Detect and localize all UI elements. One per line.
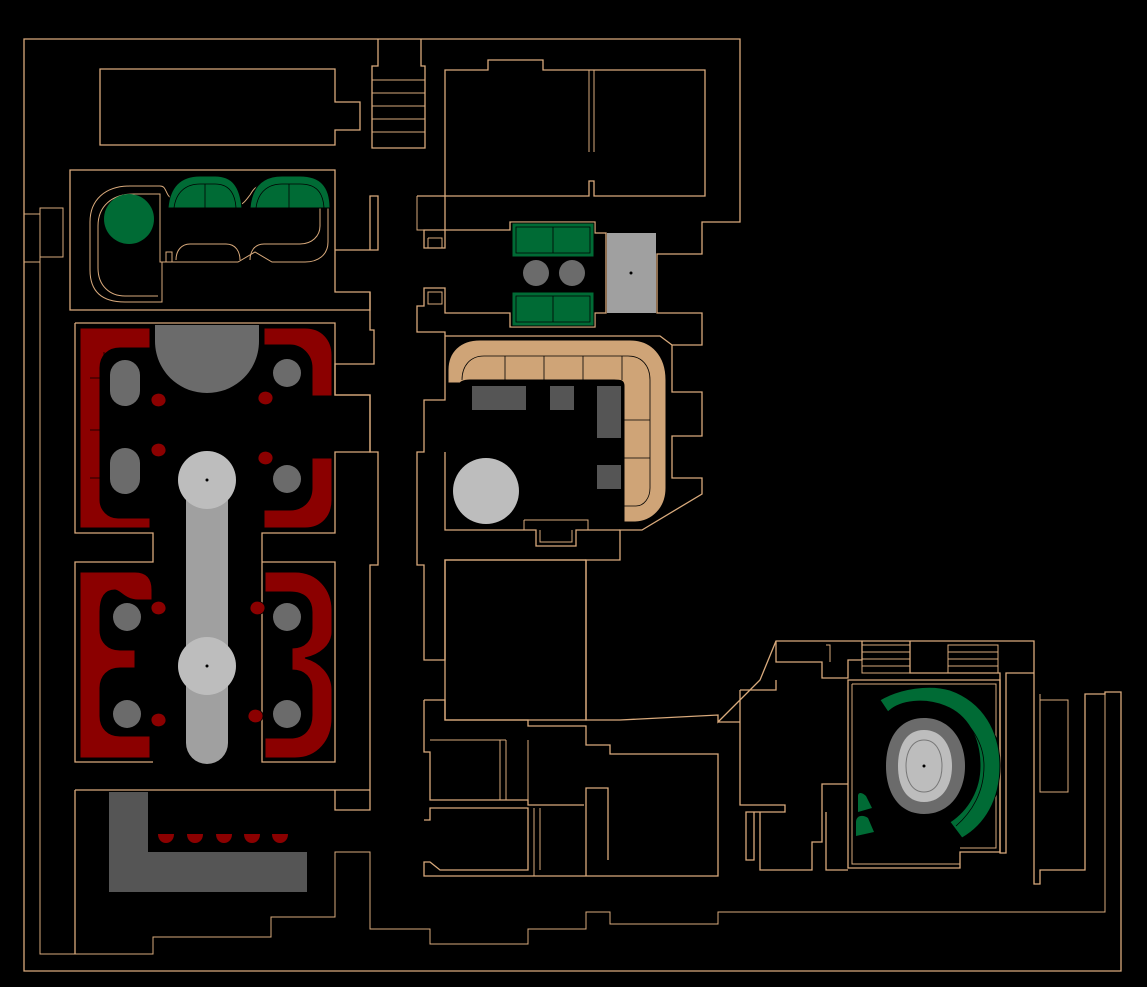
lower-right-service (718, 680, 848, 871)
curved-lounge-area (856, 686, 1001, 839)
chair-icon (150, 442, 167, 458)
chair-icon (150, 600, 167, 616)
table-icon (104, 194, 154, 244)
chair-icon (257, 450, 274, 466)
booth-icon (264, 571, 333, 759)
booth-icon (79, 571, 153, 759)
booth-icon (79, 327, 151, 529)
table-icon (273, 359, 301, 387)
red-lounge-room (74, 322, 371, 763)
bar-fixture-icon (597, 386, 621, 438)
central-corridor-right (416, 195, 607, 661)
barstool-icon (158, 834, 174, 843)
table-icon (453, 458, 519, 524)
table-icon (559, 260, 585, 286)
barstool-group (158, 834, 288, 843)
top-right-room (444, 59, 706, 197)
table-icon (110, 360, 140, 406)
table-icon (273, 700, 301, 728)
mid-right-room (444, 559, 587, 721)
barstool-icon (216, 834, 232, 843)
left-vestibule (24, 207, 64, 263)
chair-icon (257, 390, 274, 406)
inner-corridor-wall (39, 262, 1106, 955)
stair-icon (861, 644, 999, 674)
bar-counter-icon (447, 339, 667, 523)
booth-icon (879, 686, 1001, 839)
chair-group (150, 390, 274, 728)
barstool-icon (244, 834, 260, 843)
chair-icon (249, 600, 266, 616)
table-icon (110, 448, 140, 494)
chair-icon (247, 708, 264, 724)
booth-icon (263, 327, 333, 397)
top-stair-core (371, 39, 426, 149)
chair-icon (150, 392, 167, 408)
curved-lounge-room (847, 679, 1001, 869)
long-table-icon (186, 480, 228, 764)
green-sofa-area (511, 222, 656, 327)
table-icon (523, 260, 549, 286)
table-icon (273, 603, 301, 631)
lower-service-rooms (423, 699, 719, 877)
chair-icon (856, 793, 874, 836)
table-icon (113, 603, 141, 631)
booth-icon (249, 175, 331, 209)
bar-fixture-icon (597, 465, 621, 489)
tan-bar-area (447, 339, 667, 524)
red-lounge-area (74, 322, 371, 954)
bar-fixture-icon (472, 386, 526, 410)
green-lounge-area (104, 175, 331, 244)
stage-icon (155, 325, 259, 393)
bar-room (444, 335, 673, 547)
bar-counter-icon (109, 792, 307, 892)
table-icon (113, 700, 141, 728)
outer-wall (23, 38, 1122, 972)
top-left-room (99, 68, 361, 146)
chair-icon (150, 712, 167, 728)
barstool-icon (272, 834, 288, 843)
stair-icon (372, 79, 425, 133)
bar-fixture-icon (550, 386, 574, 410)
booth-icon (263, 457, 333, 529)
barstool-icon (187, 834, 203, 843)
table-icon (273, 465, 301, 493)
